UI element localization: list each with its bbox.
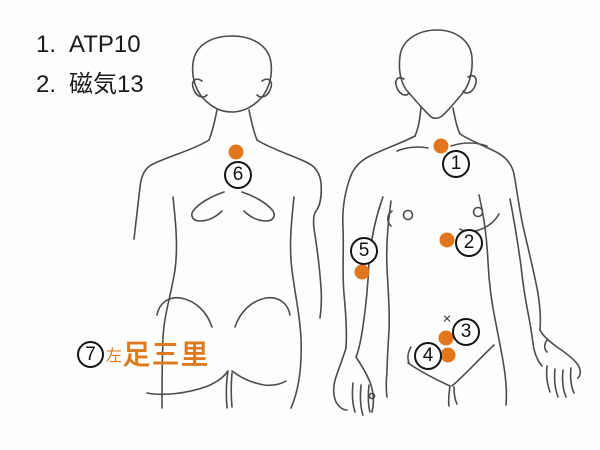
point-dot-1	[433, 138, 449, 154]
legend-item-2-index: 2.	[36, 71, 57, 98]
front-ears	[395, 74, 477, 96]
legend-list: 1. ATP10 2. 磁気13	[36, 33, 144, 97]
point-dot-6	[228, 144, 244, 160]
point-label-1: 1	[442, 150, 470, 178]
ring-mark	[368, 392, 376, 400]
point-7-name: 足三里	[123, 340, 211, 370]
front-right-hand	[332, 347, 375, 416]
front-nipple-right	[472, 206, 484, 218]
point-label-5: 5	[350, 237, 378, 265]
front-clavicles	[396, 142, 488, 152]
front-figure-sketch	[332, 29, 582, 416]
back-figure-sketch	[133, 35, 323, 409]
back-torso-legs	[161, 196, 302, 409]
point-dot-2	[439, 232, 455, 248]
x-mark: ×	[442, 310, 452, 328]
front-arms	[342, 173, 542, 358]
front-pubic-lines	[407, 344, 495, 407]
back-shoulders-arms	[133, 139, 323, 319]
back-scapulae	[191, 191, 275, 222]
front-torso-sides	[385, 194, 508, 406]
legend-item-1: 1. ATP10	[36, 33, 144, 57]
back-head-outline	[191, 35, 273, 113]
front-left-hand	[532, 329, 582, 398]
point-label-3: 3	[452, 318, 480, 346]
legend-item-2-label: 磁気13	[69, 71, 144, 98]
point-label-6: 6	[224, 161, 252, 189]
legend-item-2: 2. 磁気13	[36, 73, 144, 97]
point-dot-5	[354, 264, 370, 280]
point-7-annotation: 7 左 足三里	[77, 341, 210, 369]
point-label-4: 4	[414, 342, 442, 370]
front-head-outline	[398, 29, 473, 120]
front-nipple-left	[402, 209, 414, 221]
back-gluteal-creases	[146, 370, 287, 409]
point-7-prefix: 左	[106, 348, 123, 365]
back-neck	[208, 109, 258, 141]
back-buttocks	[156, 296, 291, 328]
point-label-7: 7	[77, 341, 104, 368]
point-dot-4	[440, 347, 456, 363]
legend-item-1-index: 1.	[36, 31, 57, 58]
point-dot-3	[438, 330, 454, 346]
point-label-2: 2	[455, 229, 483, 257]
legend-item-1-label: ATP10	[69, 31, 141, 58]
front-shoulders	[349, 133, 515, 179]
back-ears	[191, 78, 273, 98]
front-neck	[414, 106, 461, 137]
